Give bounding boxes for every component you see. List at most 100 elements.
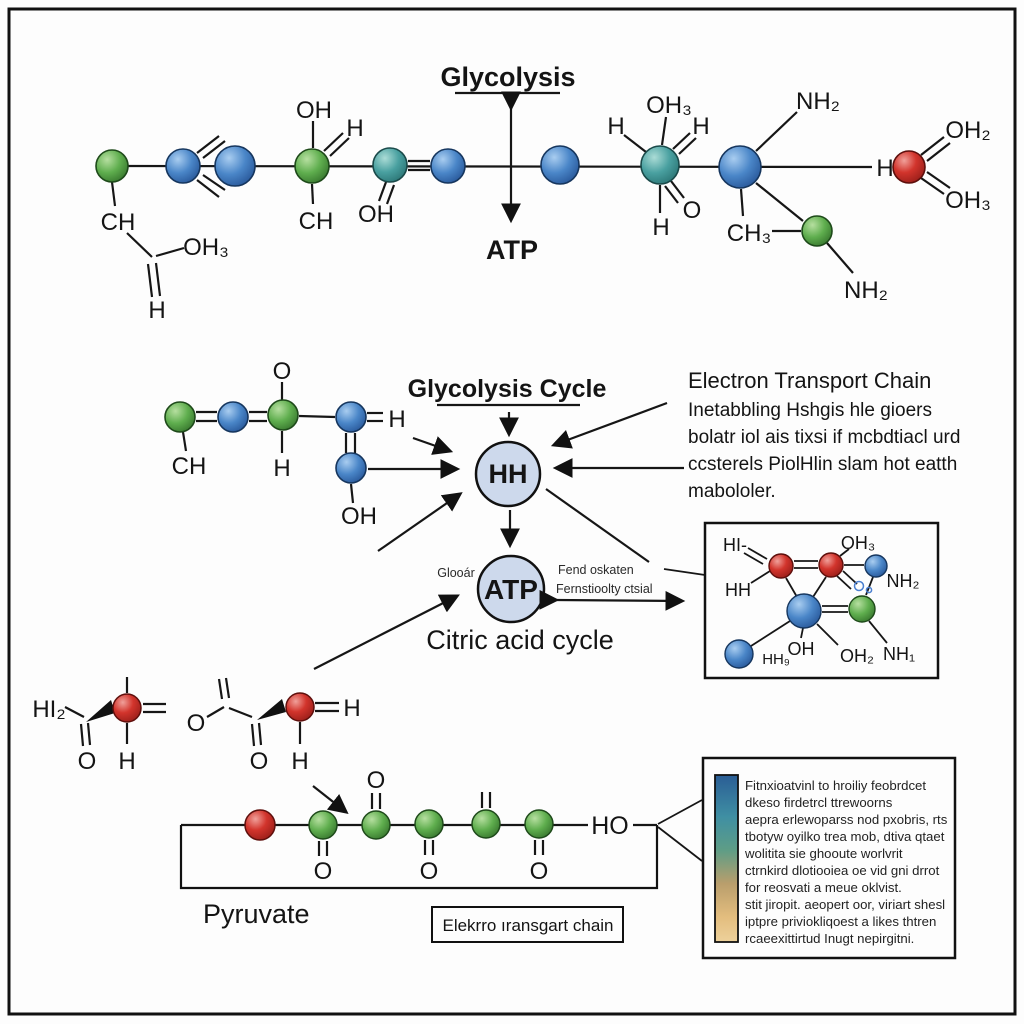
atom-blue [864, 554, 888, 578]
callout-line-upper [657, 799, 703, 825]
atom-blue [217, 401, 249, 433]
atom-red [768, 553, 794, 579]
center-cycle: Glycolysis Cycle HH ATP Glooár Fend oska… [313, 375, 706, 670]
label-h: H [273, 455, 290, 482]
atom-red [818, 552, 844, 578]
atom-green [164, 401, 196, 433]
gradient-color-bar [714, 774, 739, 943]
label-o: O [250, 748, 269, 775]
small-text-fend-2: Fernstioolty ctsial [556, 582, 653, 596]
label-h: H [876, 155, 893, 182]
label-ch: CH [172, 453, 207, 480]
label-nh1: NH₁ [883, 644, 915, 664]
label-h: H [346, 115, 363, 142]
label-o: O [273, 358, 292, 385]
wedge-bond [257, 699, 286, 720]
glycolysis-cycle-title: Glycolysis Cycle [408, 375, 607, 403]
label-oh: OH [296, 97, 332, 124]
atom-green [801, 215, 833, 247]
legend-line: stit jiropit. aeopert oor, viriart shesl [745, 897, 945, 912]
label-ch3: CH₃ [727, 220, 771, 247]
label-oh: OH [788, 639, 815, 659]
hh-node-label: HH [489, 459, 528, 489]
etc-line: ccsterels PiolHlin slam hot eatth [688, 454, 957, 475]
legend-line: dkeso firdetrcl ttrewoorns [745, 795, 893, 810]
pyruvate-chain: O O O O HO Pyruvate Elekrro ıransgart ch… [179, 767, 703, 943]
atom-green [848, 595, 876, 623]
arrow-into-atp [313, 594, 460, 670]
label-nh2: NH₂ [796, 88, 840, 115]
line-hh-to-box [545, 488, 650, 563]
atp-product-label: ATP [486, 235, 538, 265]
atom-blue [214, 145, 256, 187]
atom-teal [372, 147, 408, 183]
line-connector-box [663, 568, 706, 576]
arrow-into-chain [312, 785, 349, 815]
label-hi: HI- [723, 535, 747, 555]
legend-line: rcaeexittirtud Inugt nepirgitni. [745, 931, 914, 946]
label-o: O [78, 748, 97, 775]
atom-green [524, 809, 554, 839]
small-text-gloosr: Glooár [437, 566, 475, 580]
atom-red [892, 150, 926, 184]
atom-blue [335, 401, 367, 433]
label-ch: CH [101, 209, 136, 236]
label-h: H [607, 113, 624, 140]
legend-line: Fitnxioatvinl to hroiliy feobrdcet [745, 778, 926, 793]
label-ho: HO [591, 812, 629, 840]
etc-line: Inetabbling Hshgis hle gioers [688, 400, 932, 421]
arrow-into-hh-1 [412, 436, 454, 455]
atom-red [285, 692, 315, 722]
label-oh3: OH₃ [841, 533, 875, 553]
atom-blue [786, 593, 822, 629]
small-text-fend-1: Fend oskaten [558, 563, 634, 577]
label-ch: CH [299, 208, 334, 235]
etc-label-box [431, 906, 624, 943]
pyruvate-label: Pyruvate [203, 899, 310, 929]
label-h: H [148, 297, 165, 324]
atom-green [294, 148, 330, 184]
label-oh: OH [341, 503, 377, 530]
label-h: H [118, 748, 135, 775]
bottom-left-molecules: HI₂ O H O O H H [32, 677, 361, 775]
atom-blue [335, 452, 367, 484]
glycolysis-title: Glycolysis [440, 62, 575, 92]
legend-line: for reosvati a meue oklvist. [745, 880, 902, 895]
label-oh: OH [358, 201, 394, 228]
atom-teal [640, 145, 680, 185]
label-nh2: NH₂ [887, 571, 920, 591]
label-o: O [530, 858, 549, 885]
atom-blue [165, 148, 201, 184]
label-h: H [692, 113, 709, 140]
atom-red [244, 809, 276, 841]
atom-blue [724, 639, 754, 669]
boxed-molecule: HI- HH OH₃ NH₂ NH₁ OH OH₂ HH₉ [703, 521, 940, 680]
label-o: O [187, 710, 206, 737]
hh-node [474, 440, 542, 508]
glycolysis-flow: Glycolysis ATP [440, 62, 575, 265]
artifact-circle [865, 586, 873, 594]
label-h: H [388, 406, 405, 433]
label-hh9: HH₉ [762, 651, 790, 668]
label-o: O [420, 858, 439, 885]
wedge-bond [86, 700, 115, 722]
middle-left-molecule: CH O H H OH [164, 358, 406, 530]
label-nh2: NH₂ [844, 277, 888, 304]
callout-line-lower [657, 826, 703, 862]
label-o: O [683, 197, 702, 224]
atom-blue [718, 145, 762, 189]
label-h: H [343, 695, 360, 722]
atom-blue [430, 148, 466, 184]
etc-title: Electron Transport Chain [688, 368, 931, 393]
legend-line: aepra erlewoparss nod pxobris, rts [745, 812, 948, 827]
atom-green [471, 809, 501, 839]
top-molecule-chain: CH OH₃ H OH H CH OH H OH₃ H O H NH₂ CH₃ … [95, 88, 991, 324]
label-oh3: OH₃ [183, 234, 229, 261]
etc-line: mabololer. [688, 481, 776, 502]
label-oh2: OH₂ [945, 117, 990, 144]
label-oh2: OH₂ [840, 646, 874, 666]
atom-blue [540, 145, 580, 185]
atom-green [361, 810, 391, 840]
pyruvate-box [179, 825, 659, 890]
